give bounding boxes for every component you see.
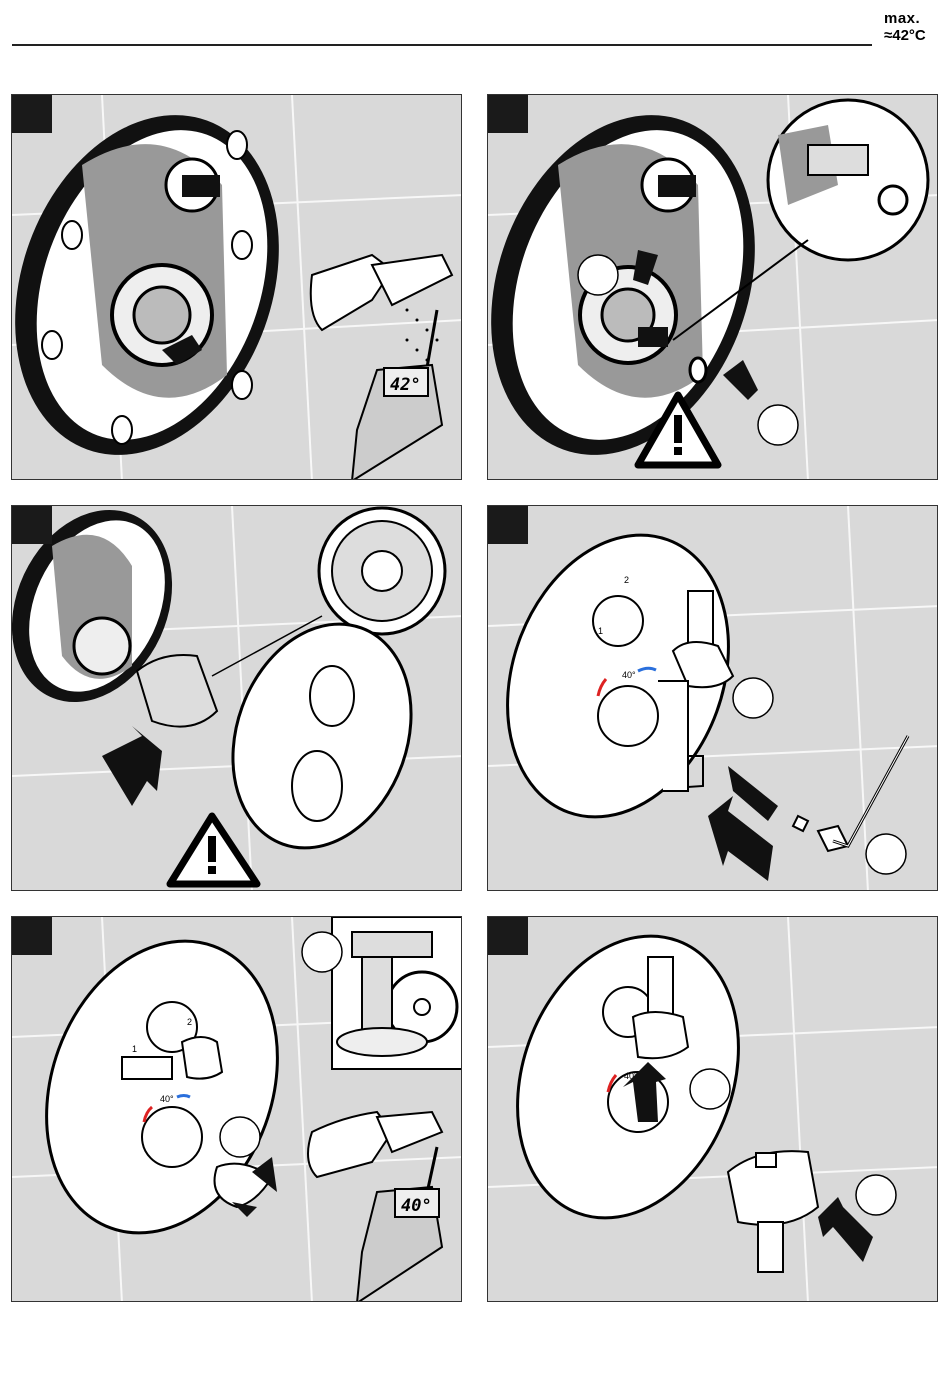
step-number-box-4: [488, 506, 528, 544]
thermometer-display-5: 40°: [401, 1196, 432, 1216]
step-panel-5: 2 1 40° 40°: [11, 916, 462, 1302]
dial-number-1: 1: [598, 626, 603, 636]
step-panel-3: [11, 505, 462, 891]
dial-number-2: 2: [624, 575, 629, 585]
max-label: max.: [884, 10, 946, 27]
dial-number-2: 2: [187, 1017, 192, 1027]
step-number-box-1: [12, 95, 52, 133]
step-number-box-2: [488, 95, 528, 133]
temp-label: ≈42°C: [884, 27, 946, 44]
dial-number-1: 1: [132, 1044, 137, 1054]
warning-triangle-icon: [170, 816, 257, 884]
header-rule: [12, 44, 872, 46]
step-number-box-5: [12, 917, 52, 955]
step-panel-6: 40°: [487, 916, 938, 1302]
step-panel-2: [487, 94, 938, 480]
step-number-box-3: [12, 506, 52, 544]
step-panel-1: 42°: [11, 94, 462, 480]
dial-temp-label: 40°: [160, 1094, 174, 1104]
step-number-box-6: [488, 917, 528, 955]
max-temperature-label: max. ≈42°C: [884, 10, 946, 44]
thermometer-display-1: 42°: [390, 375, 421, 395]
dial-temp-label: 40°: [622, 670, 636, 680]
step-panel-4: 2 1 40°: [487, 505, 938, 891]
